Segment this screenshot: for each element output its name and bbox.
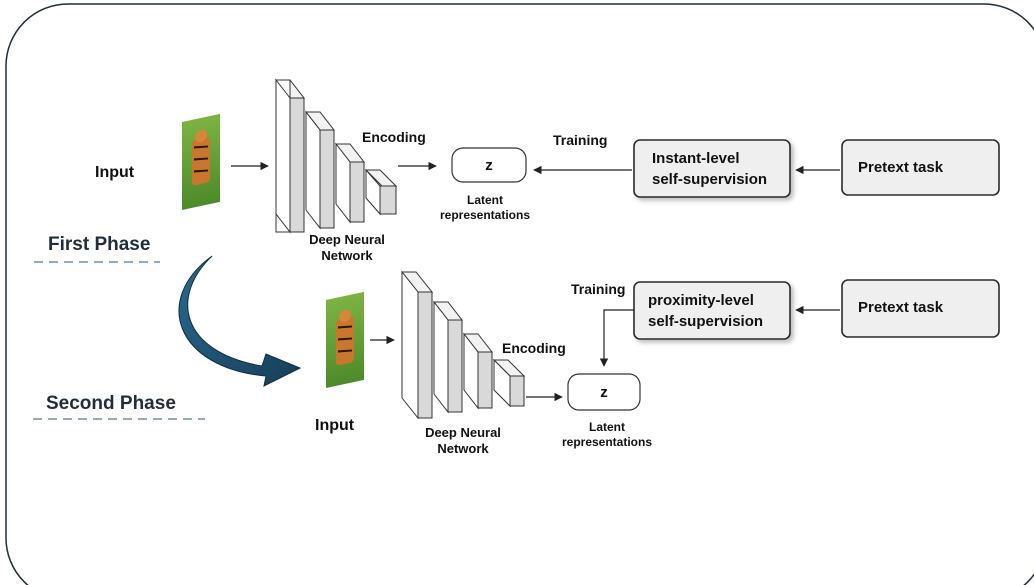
phase2-network-label-line2: Network — [437, 441, 489, 456]
phase2-z-label: z — [600, 384, 608, 401]
phase2-encoding-label: Encoding — [502, 340, 566, 356]
phase1-pretext-label: Pretext task — [858, 159, 944, 176]
phase2-training-label: Training — [571, 281, 625, 297]
second-phase-label: Second Phase — [46, 393, 176, 414]
phase2-training-arrow — [599, 309, 634, 367]
phase1-supervision-line2: self-supervision — [652, 171, 767, 188]
phase2-supervision-line2: self-supervision — [648, 313, 763, 330]
phase1-latent-label-line2: representations — [440, 208, 530, 222]
phase2-latent-label-line1: Latent — [589, 420, 625, 434]
first-phase-label: First Phase — [48, 234, 150, 255]
phase1-supervision-line1: Instant-level — [652, 150, 740, 167]
phase1-pretext-box — [841, 139, 1000, 196]
phase1-network-label-line2: Network — [321, 248, 373, 263]
phase1-encoding-label: Encoding — [362, 129, 426, 145]
phase2-input-image — [326, 291, 364, 388]
phase2-supervision-box — [633, 281, 791, 340]
phase1-supervision-box — [633, 139, 791, 198]
curved-arrow-icon — [178, 255, 302, 387]
phase2-latent-label-line2: representations — [562, 435, 652, 449]
phase2-input-label: Input — [315, 417, 355, 434]
phase2-z-box — [567, 373, 641, 411]
phase1-z-box — [451, 147, 527, 183]
phase1-input-image — [182, 113, 220, 210]
phase2-network-label-line1: Deep Neural — [425, 425, 501, 440]
phase2-network-layers — [400, 270, 526, 420]
phase1-input-label: Input — [95, 164, 135, 181]
phase2-pretext-label: Pretext task — [858, 299, 944, 316]
phase1-network-label-line1: Deep Neural — [309, 232, 385, 247]
phase2-pretext-box — [841, 279, 1000, 338]
phase1-training-label: Training — [553, 132, 607, 148]
phase1-z-label: z — [485, 157, 493, 174]
phase1-latent-label-line1: Latent — [467, 193, 503, 207]
phase1-network-layers — [274, 78, 398, 234]
phase2-supervision-line1: proximity-level — [648, 292, 754, 309]
